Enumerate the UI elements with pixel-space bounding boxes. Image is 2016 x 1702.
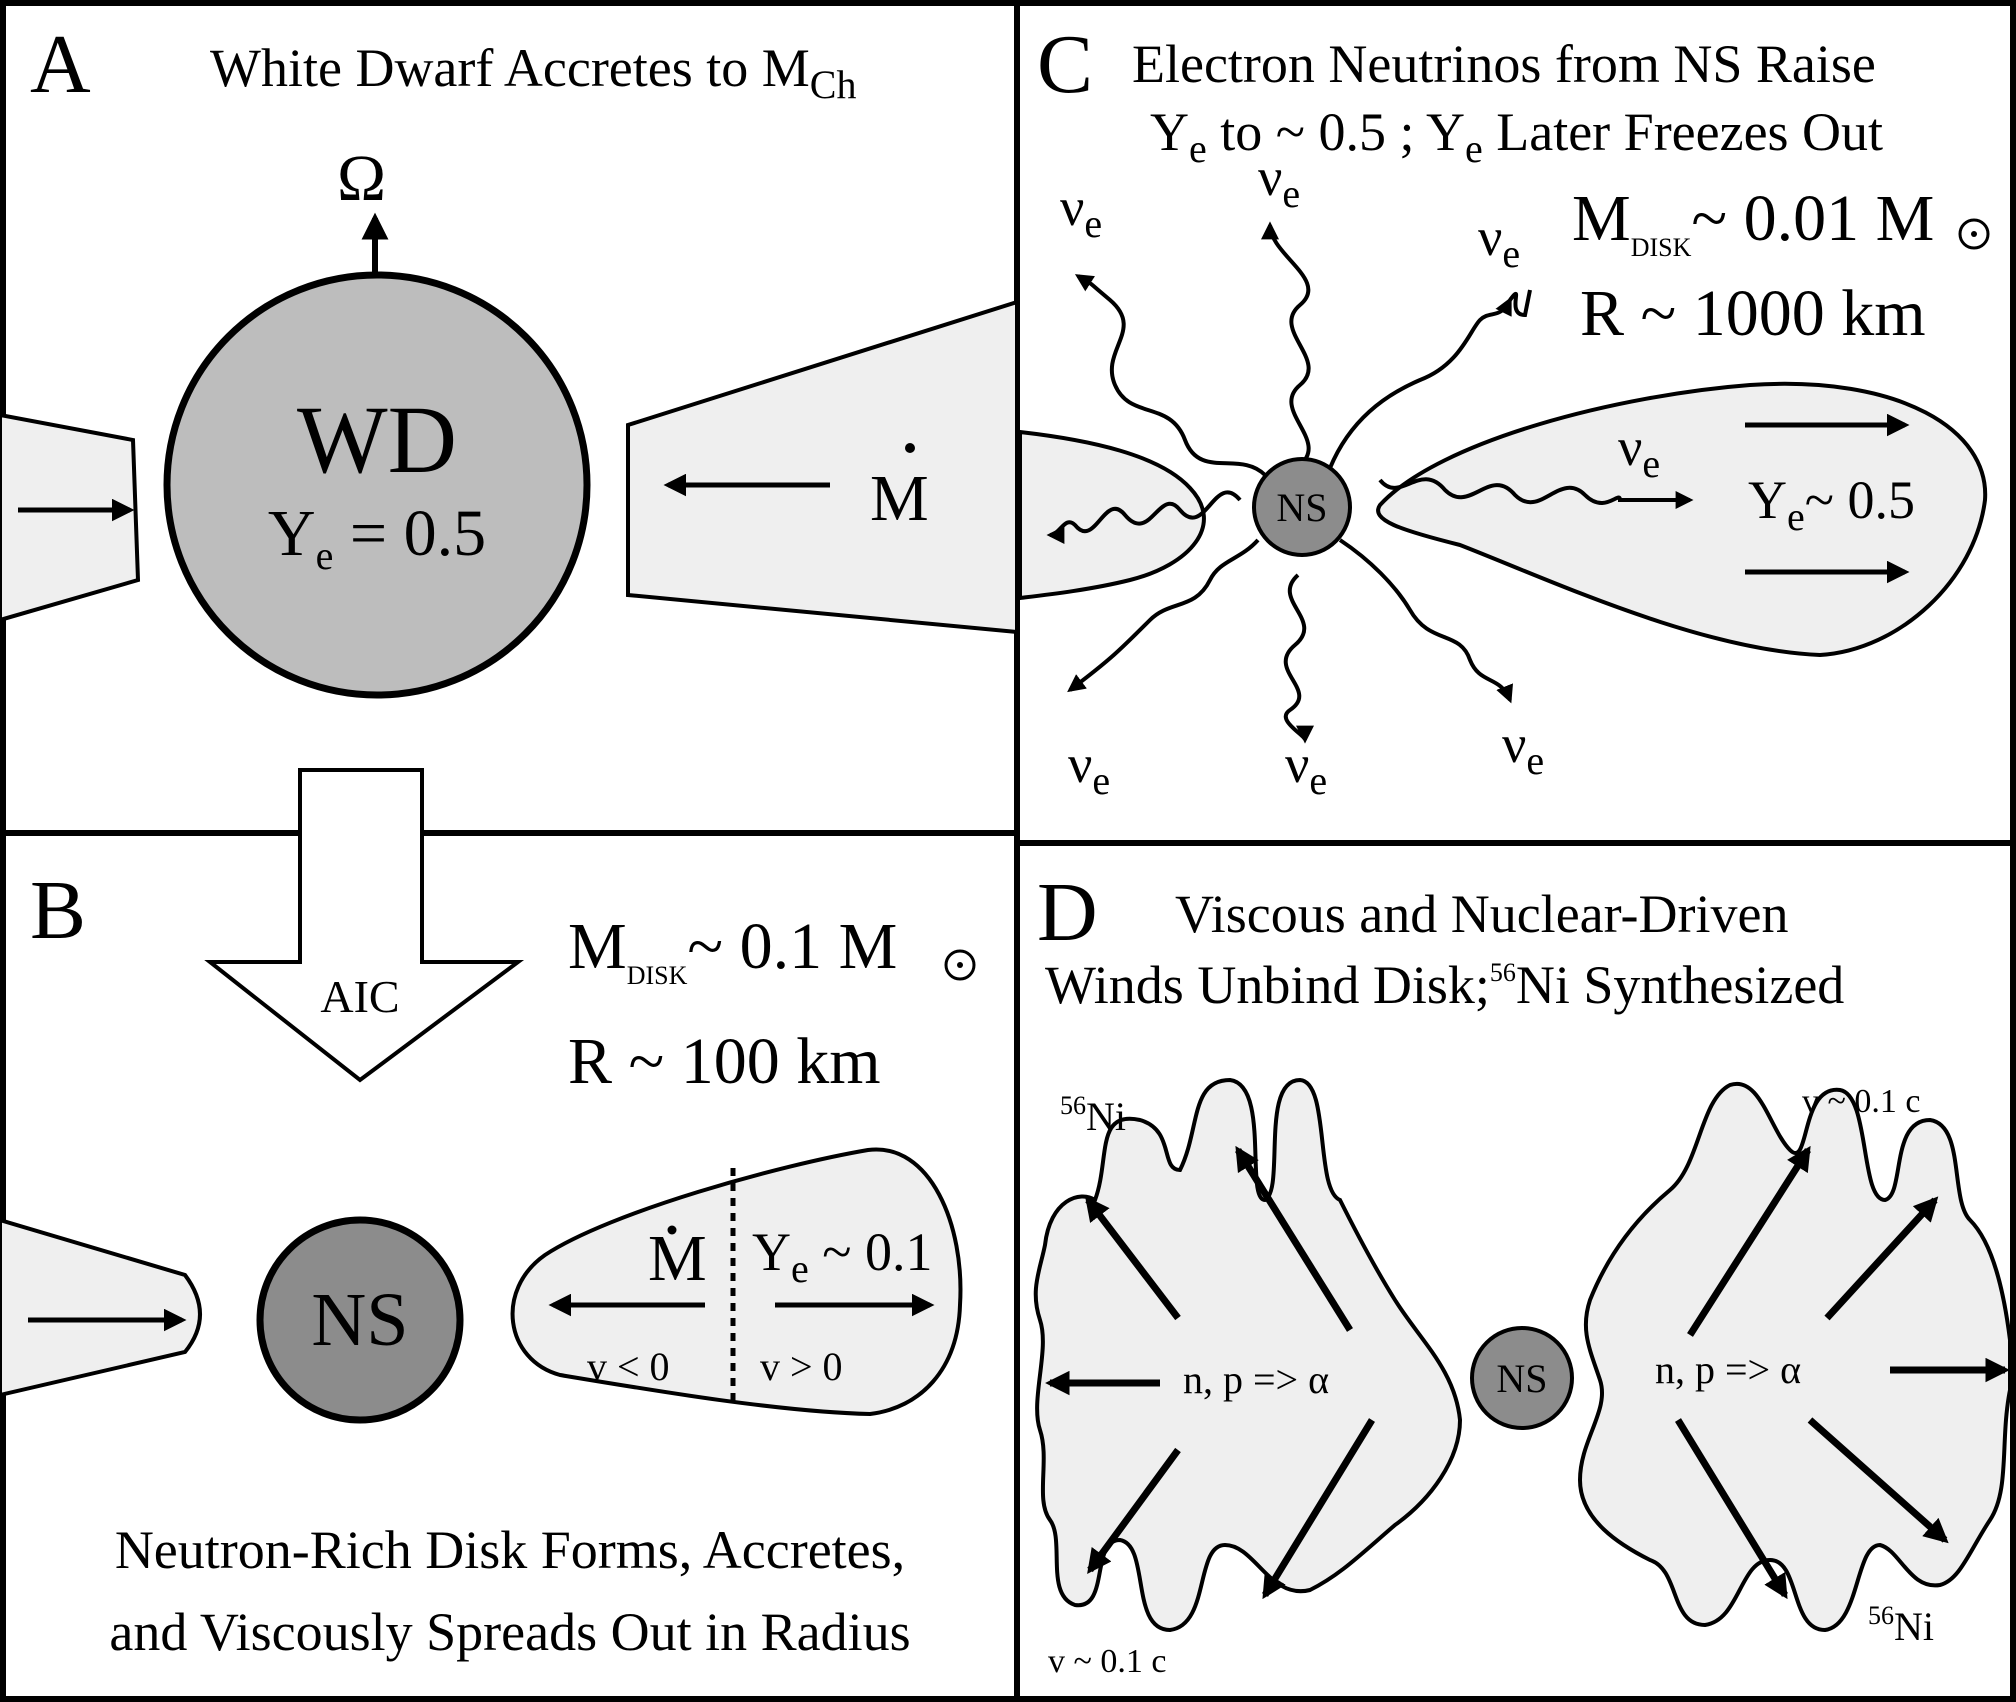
reaction-right: n, p => α bbox=[1655, 1347, 1801, 1392]
neutrino-ray-up-left bbox=[1074, 274, 1267, 477]
nu-label-bottom-right: νe bbox=[1502, 714, 1544, 783]
neutrino-ray-down-right bbox=[1338, 538, 1513, 704]
neutrino-ray-down bbox=[1283, 573, 1314, 744]
reaction-left: n, p => α bbox=[1183, 1357, 1329, 1402]
panel-b-letter: B bbox=[30, 864, 86, 957]
wind-arrow-left-up-a bbox=[1085, 1196, 1181, 1321]
wd-label: WD bbox=[297, 386, 457, 493]
neutrino-ray-up-right bbox=[1328, 296, 1512, 469]
velocity-label-bottom-left: v ~ 0.1 c bbox=[1048, 1643, 1167, 1680]
wind-left-arrows bbox=[1045, 1145, 1375, 1600]
wd-ye-label: Ye = 0.5 bbox=[268, 497, 486, 578]
panel-c-title-line1: Electron Neutrinos from NS Raise bbox=[1132, 34, 1876, 94]
ni56-label-bottom-right: 56Ni bbox=[1868, 1601, 1934, 1649]
wd-mdot-label: M bbox=[870, 462, 929, 535]
ni56-label-top-left: 56Ni bbox=[1060, 1091, 1126, 1139]
wd-mdot-dot bbox=[905, 443, 915, 453]
panel-c-mdisk: MDISK~ 0.01 M bbox=[1572, 182, 1934, 262]
nu-label-disk: νe bbox=[1618, 417, 1660, 486]
neutrino-ray-left bbox=[1046, 490, 1242, 544]
wind-arrow-right-down-b bbox=[1807, 1417, 1949, 1544]
neutron-star-b bbox=[256, 1216, 464, 1424]
neutrino-ray-up bbox=[1261, 221, 1311, 467]
panel-d-letter: D bbox=[1037, 866, 1098, 959]
velocity-label-top-right: v ~ 0.1 c bbox=[1802, 1083, 1921, 1120]
panel-c-radius: R ~ 1000 km bbox=[1580, 277, 1926, 350]
wind-right-arrows bbox=[1675, 1145, 2010, 1600]
aic-label: AIC bbox=[320, 971, 399, 1022]
ns-c-disk-ye: Ye~ 0.5 bbox=[1748, 470, 1915, 539]
panel-a-title: White Dwarf Accretes to MCh bbox=[210, 38, 856, 107]
wind-arrow-left-down-b bbox=[1262, 1418, 1375, 1600]
ns-disk-v-right: v > 0 bbox=[760, 1344, 843, 1389]
panel-a-letter: A bbox=[30, 18, 91, 111]
panel-c: C Electron Neutrinos from NS Raise Ye to… bbox=[1018, 18, 1990, 803]
aic-arrow: AIC bbox=[204, 768, 525, 1083]
omega-symbol: Ω bbox=[337, 142, 386, 215]
panel-d-title-line1: Viscous and Nuclear-Driven bbox=[1175, 884, 1788, 944]
nu-label-bottom-left: νe bbox=[1068, 734, 1110, 803]
ns-disk-mdot: M bbox=[648, 1222, 707, 1295]
wind-arrow-right-down-a bbox=[1675, 1418, 1788, 1600]
panel-c-sun-dot bbox=[1971, 231, 1977, 237]
panel-b-mdisk: MDISK~ 0.1 M bbox=[568, 910, 897, 990]
panel-b-radius: R ~ 100 km bbox=[568, 1025, 881, 1098]
nu-label-bottom: νe bbox=[1285, 734, 1327, 803]
ns-c-right-disk bbox=[1376, 381, 1988, 658]
neutrino-ray-down-left bbox=[1067, 538, 1260, 693]
panel-c-letter: C bbox=[1037, 18, 1093, 111]
nu-label-top: νe bbox=[1258, 147, 1300, 216]
white-dwarf bbox=[163, 271, 591, 699]
neutron-star-c bbox=[1252, 457, 1352, 557]
neutrino-ray-right bbox=[1378, 477, 1694, 509]
panel-d: D Viscous and Nuclear-Driven Winds Unbin… bbox=[1033, 866, 2012, 1680]
panel-c-title-line2: Ye to ~ 0.5 ; Ye Later Freezes Out bbox=[1150, 102, 1883, 171]
wind-left-lobe bbox=[1033, 1077, 1463, 1633]
wd-right-disk bbox=[626, 299, 1019, 635]
panel-b-sun-symbol bbox=[944, 949, 976, 981]
wind-arrow-left-down-a bbox=[1087, 1447, 1181, 1574]
nu-label-top-left: νe bbox=[1060, 177, 1102, 246]
neutrino-rays bbox=[1046, 221, 1694, 744]
wd-left-disk bbox=[0, 412, 141, 623]
ns-c-left-disk bbox=[1018, 429, 1206, 601]
wind-arrow-right-up-b bbox=[1824, 1196, 1939, 1321]
panel-b-caption-line2: and Viscously Spreads Out in Radius bbox=[109, 1602, 910, 1662]
panel-b: B MDISK~ 0.1 M R ~ 100 km NS M Ye ~ 0.1 … bbox=[0, 864, 976, 1662]
panel-c-sun-symbol bbox=[1958, 218, 1990, 250]
panel-b-sun-dot bbox=[957, 962, 963, 968]
neutron-star-d bbox=[1470, 1326, 1574, 1430]
ns-disk-ye: Ye ~ 0.1 bbox=[752, 1222, 932, 1291]
nu-label-top-right: νe bbox=[1478, 207, 1520, 276]
neutrino-ray-up-right-2 bbox=[1508, 289, 1532, 318]
ns-b-label: NS bbox=[311, 1278, 408, 1362]
ns-left-disk bbox=[0, 1217, 202, 1398]
panel-d-title-line2: Winds Unbind Disk;56Ni Synthesized bbox=[1045, 955, 1844, 1015]
ns-c-label: NS bbox=[1276, 485, 1327, 530]
ns-d-label: NS bbox=[1496, 1356, 1547, 1401]
wind-arrow-right-up-a bbox=[1687, 1145, 1811, 1337]
ns-disk-mdot-dot bbox=[667, 1225, 677, 1235]
panel-b-caption-line1: Neutron-Rich Disk Forms, Accretes, bbox=[115, 1520, 905, 1580]
wind-arrow-left-up-b bbox=[1235, 1145, 1353, 1332]
ns-disk-v-left: v < 0 bbox=[587, 1344, 670, 1389]
panel-a: A White Dwarf Accretes to MCh Ω M WD Ye … bbox=[0, 18, 1019, 699]
ns-right-disk bbox=[510, 1147, 963, 1417]
